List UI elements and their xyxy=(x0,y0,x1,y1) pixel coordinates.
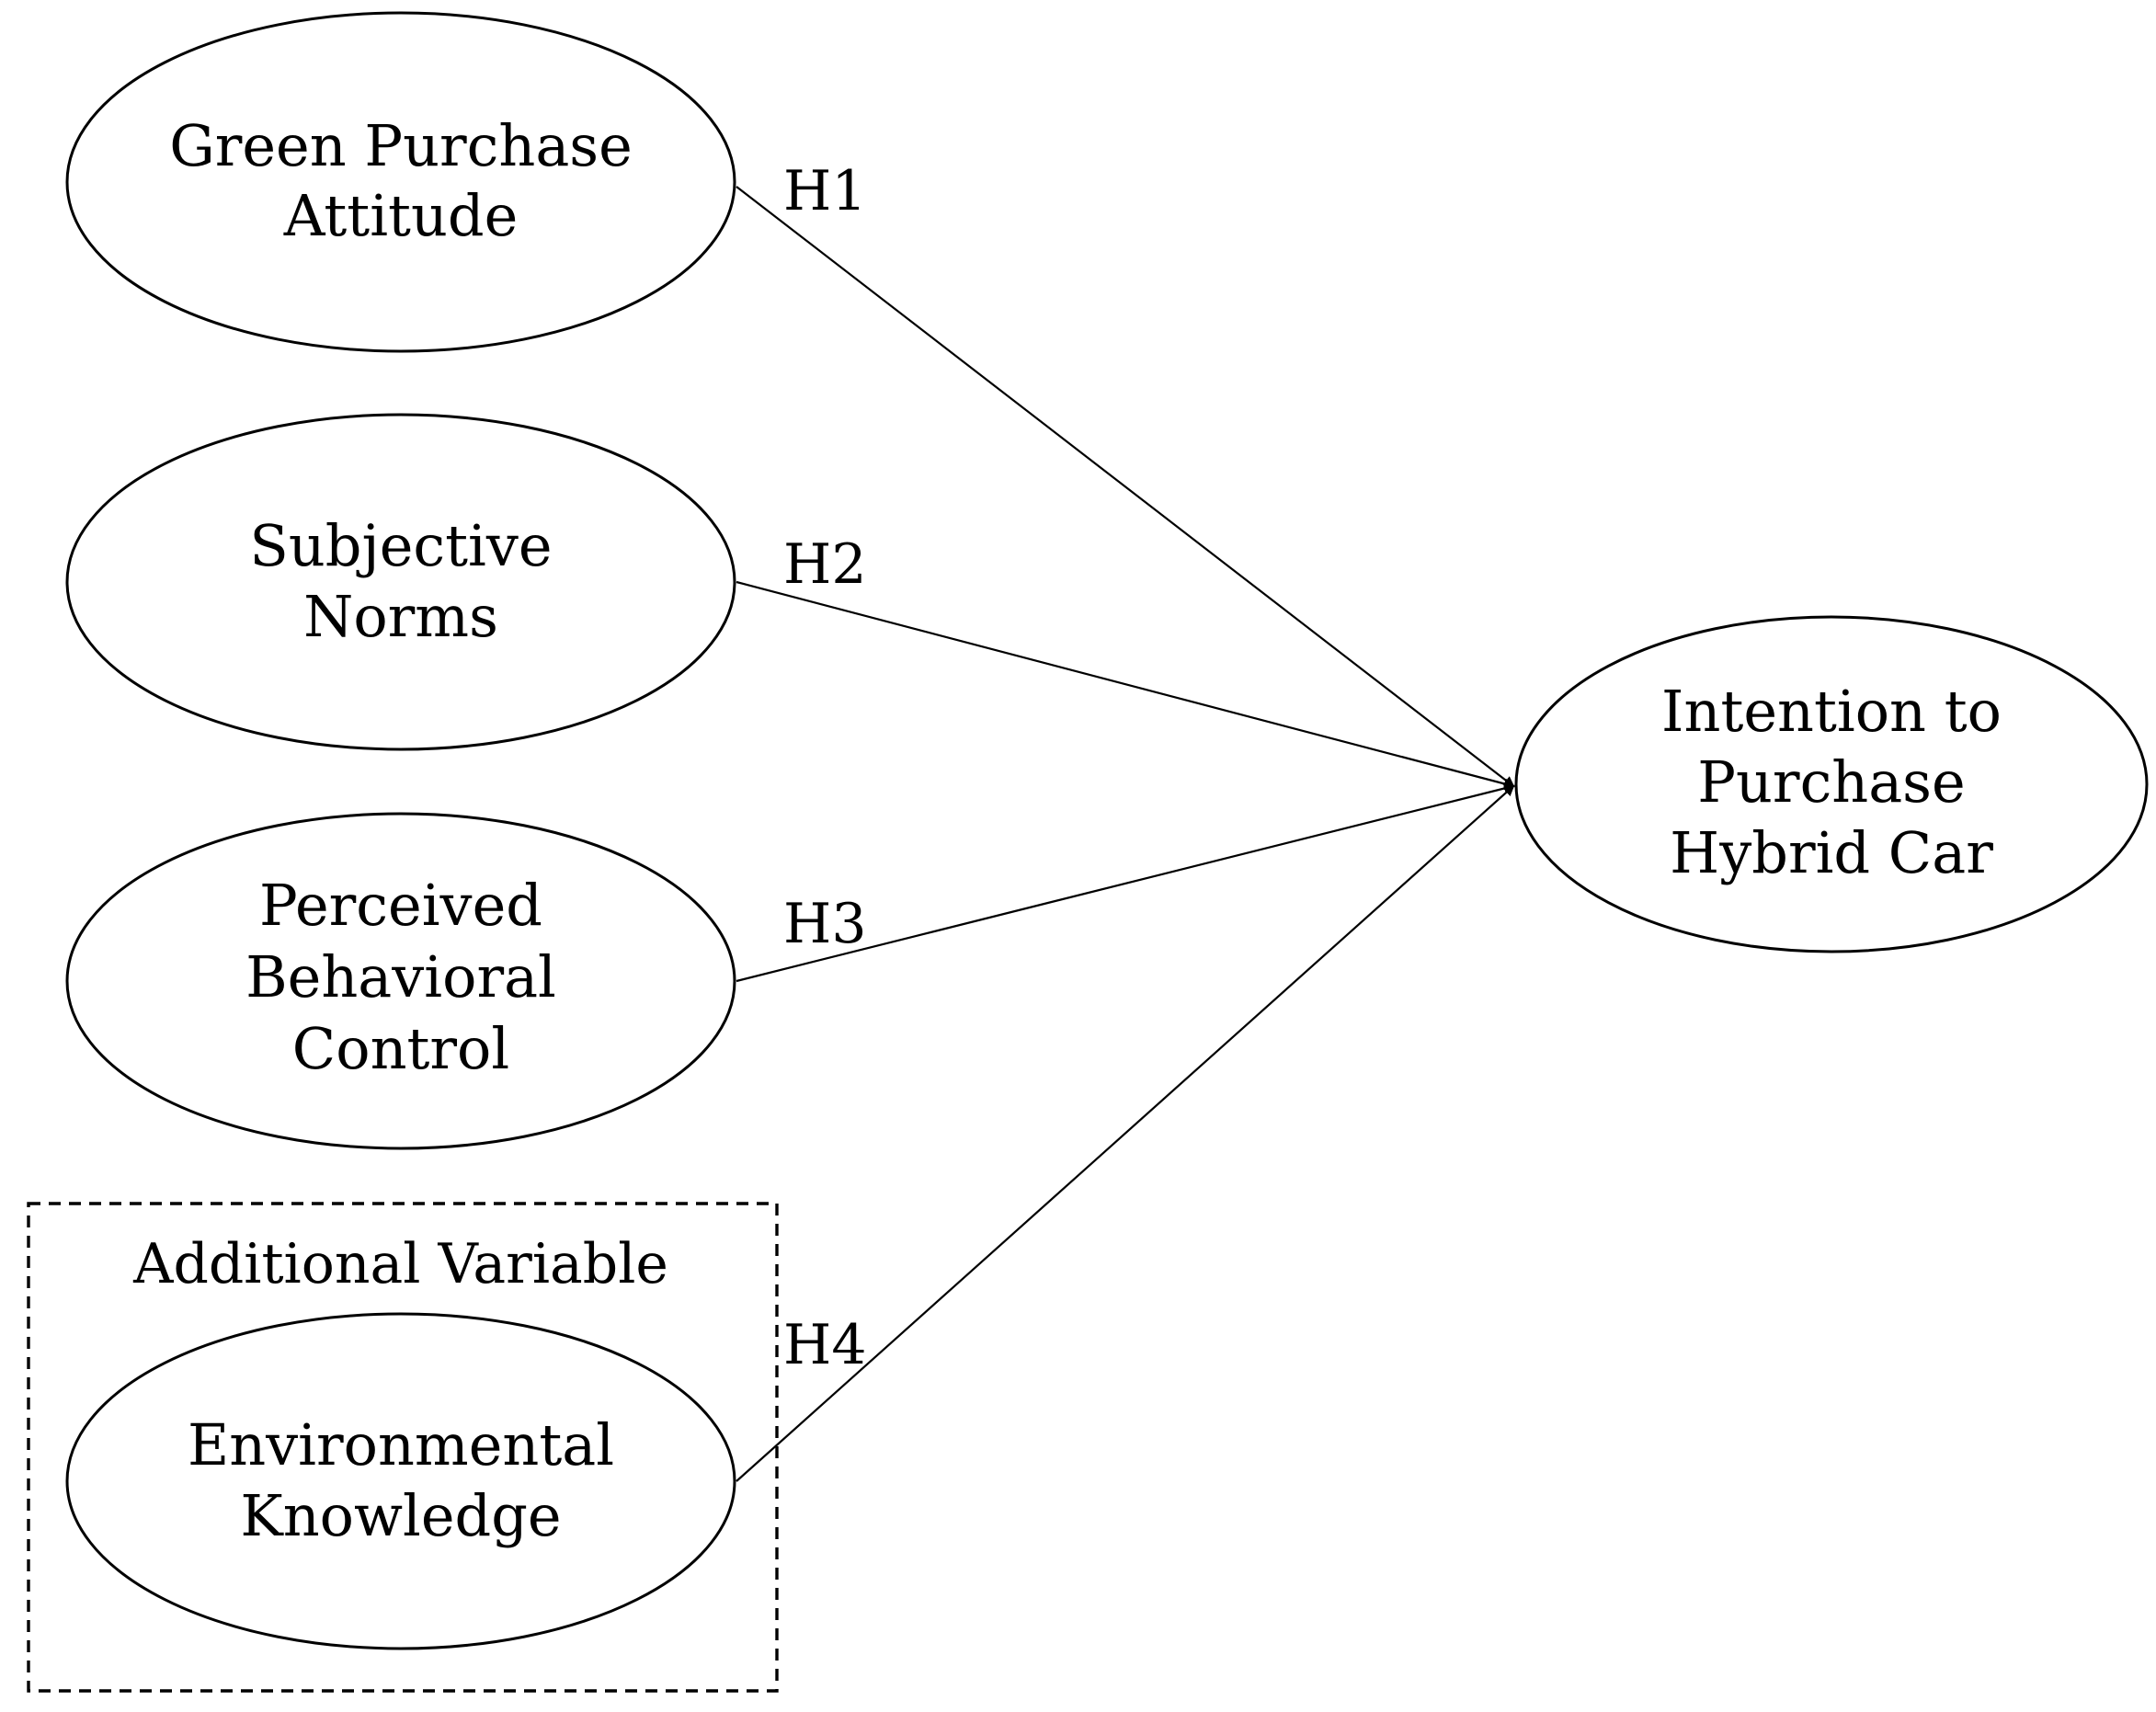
node-subjective-norms-line-1: Subjective xyxy=(249,512,552,579)
node-environmental-knowledge-line-2: Knowledge xyxy=(240,1482,561,1549)
edge-h2-label: H2 xyxy=(783,532,867,597)
node-intention-to-purchase-hybrid-car-line-3: Hybrid Car xyxy=(1670,819,1993,886)
node-perceived-behavioral-control-shape xyxy=(65,812,736,1150)
node-green-purchase-attitude-line-1: Green Purchase xyxy=(169,112,633,179)
edge-h1 xyxy=(736,186,1515,788)
node-green-purchase-attitude-line-2: Attitude xyxy=(283,182,519,249)
node-green-purchase-attitude: Green Purchase Attitude xyxy=(65,11,736,353)
node-green-purchase-attitude-shape xyxy=(65,11,736,353)
edge-h4-label: H4 xyxy=(783,1313,867,1377)
node-environmental-knowledge: Environmental Knowledge xyxy=(65,1312,736,1650)
node-subjective-norms: Subjective Norms xyxy=(65,413,736,751)
edge-h1-label: H1 xyxy=(783,159,867,223)
node-environmental-knowledge-shape xyxy=(65,1312,736,1650)
node-perceived-behavioral-control: Perceived Behavioral Control xyxy=(65,812,736,1150)
additional-variable-group-box xyxy=(27,1202,779,1693)
edge-h3 xyxy=(736,782,1515,983)
additional-variable-group-label: Additional Variable xyxy=(132,1232,668,1296)
node-intention-to-purchase-hybrid-car: Intention to Purchase Hybrid Car xyxy=(1514,615,2149,953)
edge-h4 xyxy=(736,784,1515,1482)
node-perceived-behavioral-control-line-3: Control xyxy=(292,1015,509,1082)
node-intention-to-purchase-hybrid-car-line-1: Intention to xyxy=(1661,678,2002,745)
node-perceived-behavioral-control-line-2: Behavioral xyxy=(245,943,556,1010)
node-intention-to-purchase-hybrid-car-line-2: Purchase xyxy=(1697,748,1965,816)
node-subjective-norms-shape xyxy=(65,413,736,751)
node-subjective-norms-line-2: Norms xyxy=(303,583,498,650)
node-perceived-behavioral-control-line-1: Perceived xyxy=(259,872,542,939)
node-intention-to-purchase-hybrid-car-shape xyxy=(1514,615,2149,953)
node-environmental-knowledge-line-1: Environmental xyxy=(188,1411,614,1478)
edge-h3-label: H3 xyxy=(783,892,867,956)
edge-h2 xyxy=(736,580,1515,790)
